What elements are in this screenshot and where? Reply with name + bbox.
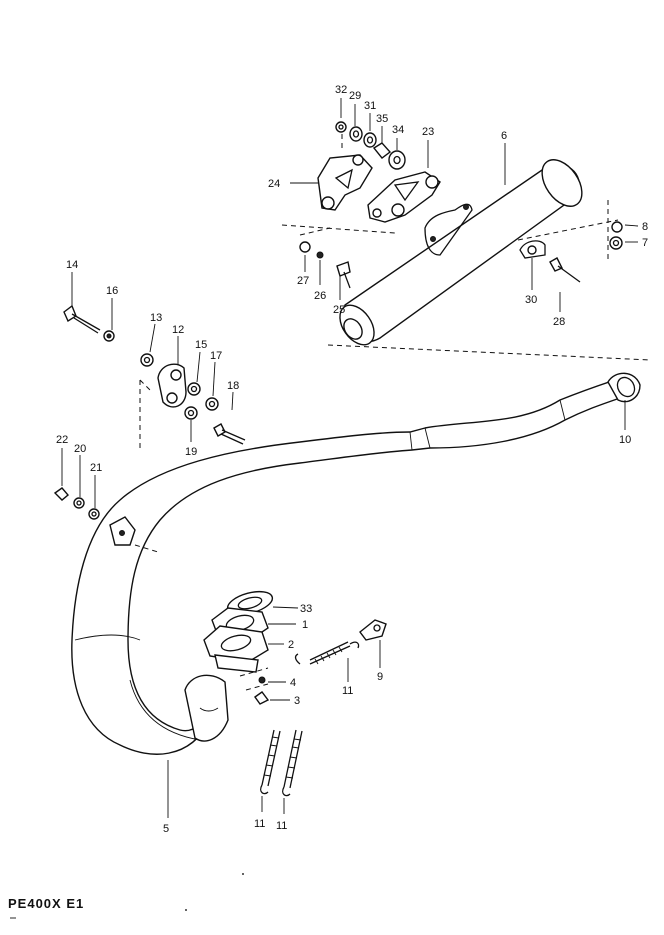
- callout-10: 10: [619, 434, 631, 446]
- callout-11-a: 11: [342, 685, 353, 697]
- callout-15: 15: [195, 339, 207, 351]
- callout-33: 33: [300, 603, 312, 615]
- callout-2: 2: [288, 639, 294, 651]
- callout-25: 25: [333, 304, 345, 316]
- callout-32: 32: [335, 84, 347, 96]
- callout-6: 6: [501, 130, 507, 142]
- callout-18: 18: [227, 380, 239, 392]
- washer-stack-top: [335, 121, 406, 170]
- muffler-bracket-23: [367, 171, 441, 223]
- muffler: [339, 159, 583, 346]
- callout-14: 14: [66, 259, 78, 271]
- callout-23: 23: [422, 126, 434, 138]
- muffler-bracket-24: [317, 154, 373, 211]
- callout-9: 9: [377, 671, 383, 683]
- callout-30: 30: [525, 294, 537, 306]
- callout-31: 31: [364, 100, 376, 112]
- gaskets-flange: [203, 590, 274, 705]
- leader-lines: [61, 98, 639, 818]
- callout-1: 1: [302, 619, 308, 631]
- callout-20: 20: [74, 443, 86, 455]
- callout-13: 13: [150, 312, 162, 324]
- callout-8: 8: [642, 221, 648, 233]
- model-code-label: PE400X E1: [8, 896, 85, 911]
- callout-29: 29: [349, 90, 361, 102]
- exhaust-pipe: [71, 372, 641, 755]
- callout-34: 34: [392, 124, 404, 136]
- callout-5: 5: [163, 823, 169, 835]
- callout-labels: 32 29 31 35 34 23 6 24 8 7 27 26 25 30 2…: [56, 84, 648, 835]
- callout-3: 3: [294, 695, 300, 707]
- callout-16: 16: [106, 285, 118, 297]
- callout-7: 7: [642, 237, 648, 249]
- callout-24: 24: [268, 178, 280, 190]
- callout-12: 12: [172, 324, 184, 336]
- callout-17: 17: [210, 350, 222, 362]
- mount-hardware-lower-left: [53, 487, 100, 520]
- callout-27: 27: [297, 275, 309, 287]
- mount-hardware-left: [63, 304, 246, 450]
- callout-22: 22: [56, 434, 68, 446]
- callout-19: 19: [185, 446, 197, 458]
- callout-11-b: 11: [254, 818, 265, 830]
- callout-35: 35: [376, 113, 388, 125]
- callout-4: 4: [290, 677, 296, 689]
- springs: [260, 619, 387, 797]
- callout-21: 21: [90, 462, 102, 474]
- hardware-mid: [299, 221, 623, 289]
- callout-28: 28: [553, 316, 565, 328]
- callout-11-c: 11: [276, 820, 287, 832]
- callout-26: 26: [314, 290, 326, 302]
